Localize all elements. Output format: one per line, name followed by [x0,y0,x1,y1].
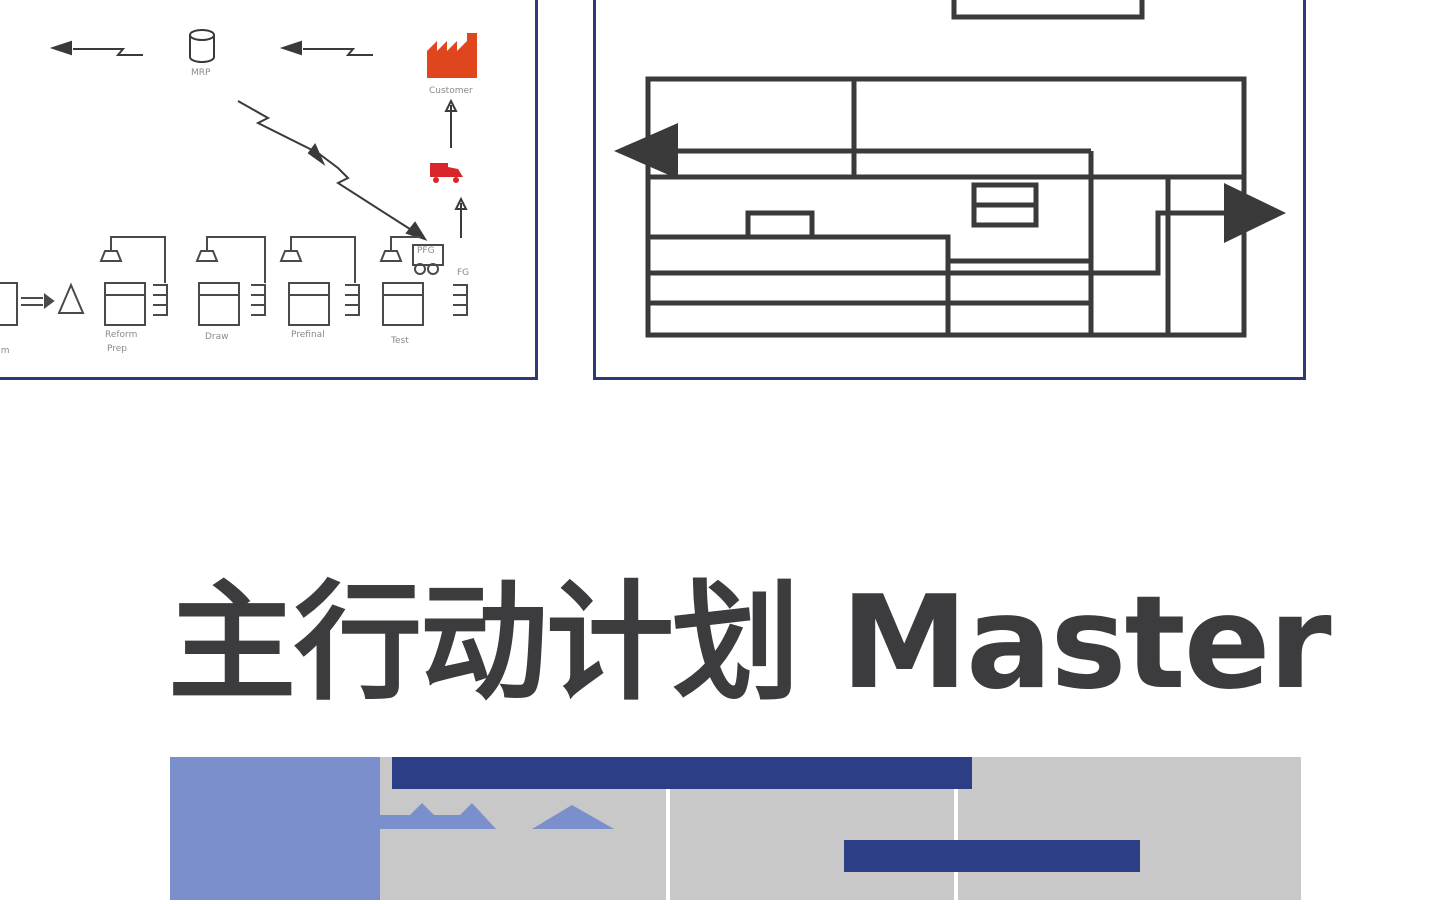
process-label-test: Test [390,336,409,346]
push-arrow-icon [21,293,55,309]
truck-icon [430,163,463,183]
value-stream-map-diagram: Customer MRP [0,29,477,356]
gantt-milestone [380,803,496,829]
database-icon [189,29,215,63]
master-plan-gantt [170,757,1301,900]
supermarket-label: PFG [417,246,435,256]
gantt-bar [392,757,972,789]
process-label-cut: Tim [0,346,10,356]
gantt-bar [844,840,1140,872]
process-flow-panel [593,0,1306,380]
customer-label: Customer [429,86,473,96]
process-label-prefinal: Prefinal [291,330,325,340]
process-label-prep: Prep [107,344,127,354]
process-label-reform: Reform [105,330,137,340]
arrow-left-icon [49,40,143,56]
mrp-label: MRP [191,68,211,78]
page-title: 主行动计划 Master [168,569,1332,718]
process-flow-diagram [614,0,1286,338]
factory-icon [427,33,477,78]
value-stream-map-panel: Customer MRP [0,0,538,380]
fg-label: FG [457,268,469,278]
process-label-edge: Ti [0,328,1,338]
arrow-right-icon [1224,183,1286,243]
gantt-milestone [532,805,614,829]
arrow-left-icon [279,40,373,56]
inventory-triangle-icon [57,282,85,314]
gantt-task-column [170,757,380,900]
arrow-left-icon [614,123,678,179]
process-label-draw: Draw [205,332,229,342]
